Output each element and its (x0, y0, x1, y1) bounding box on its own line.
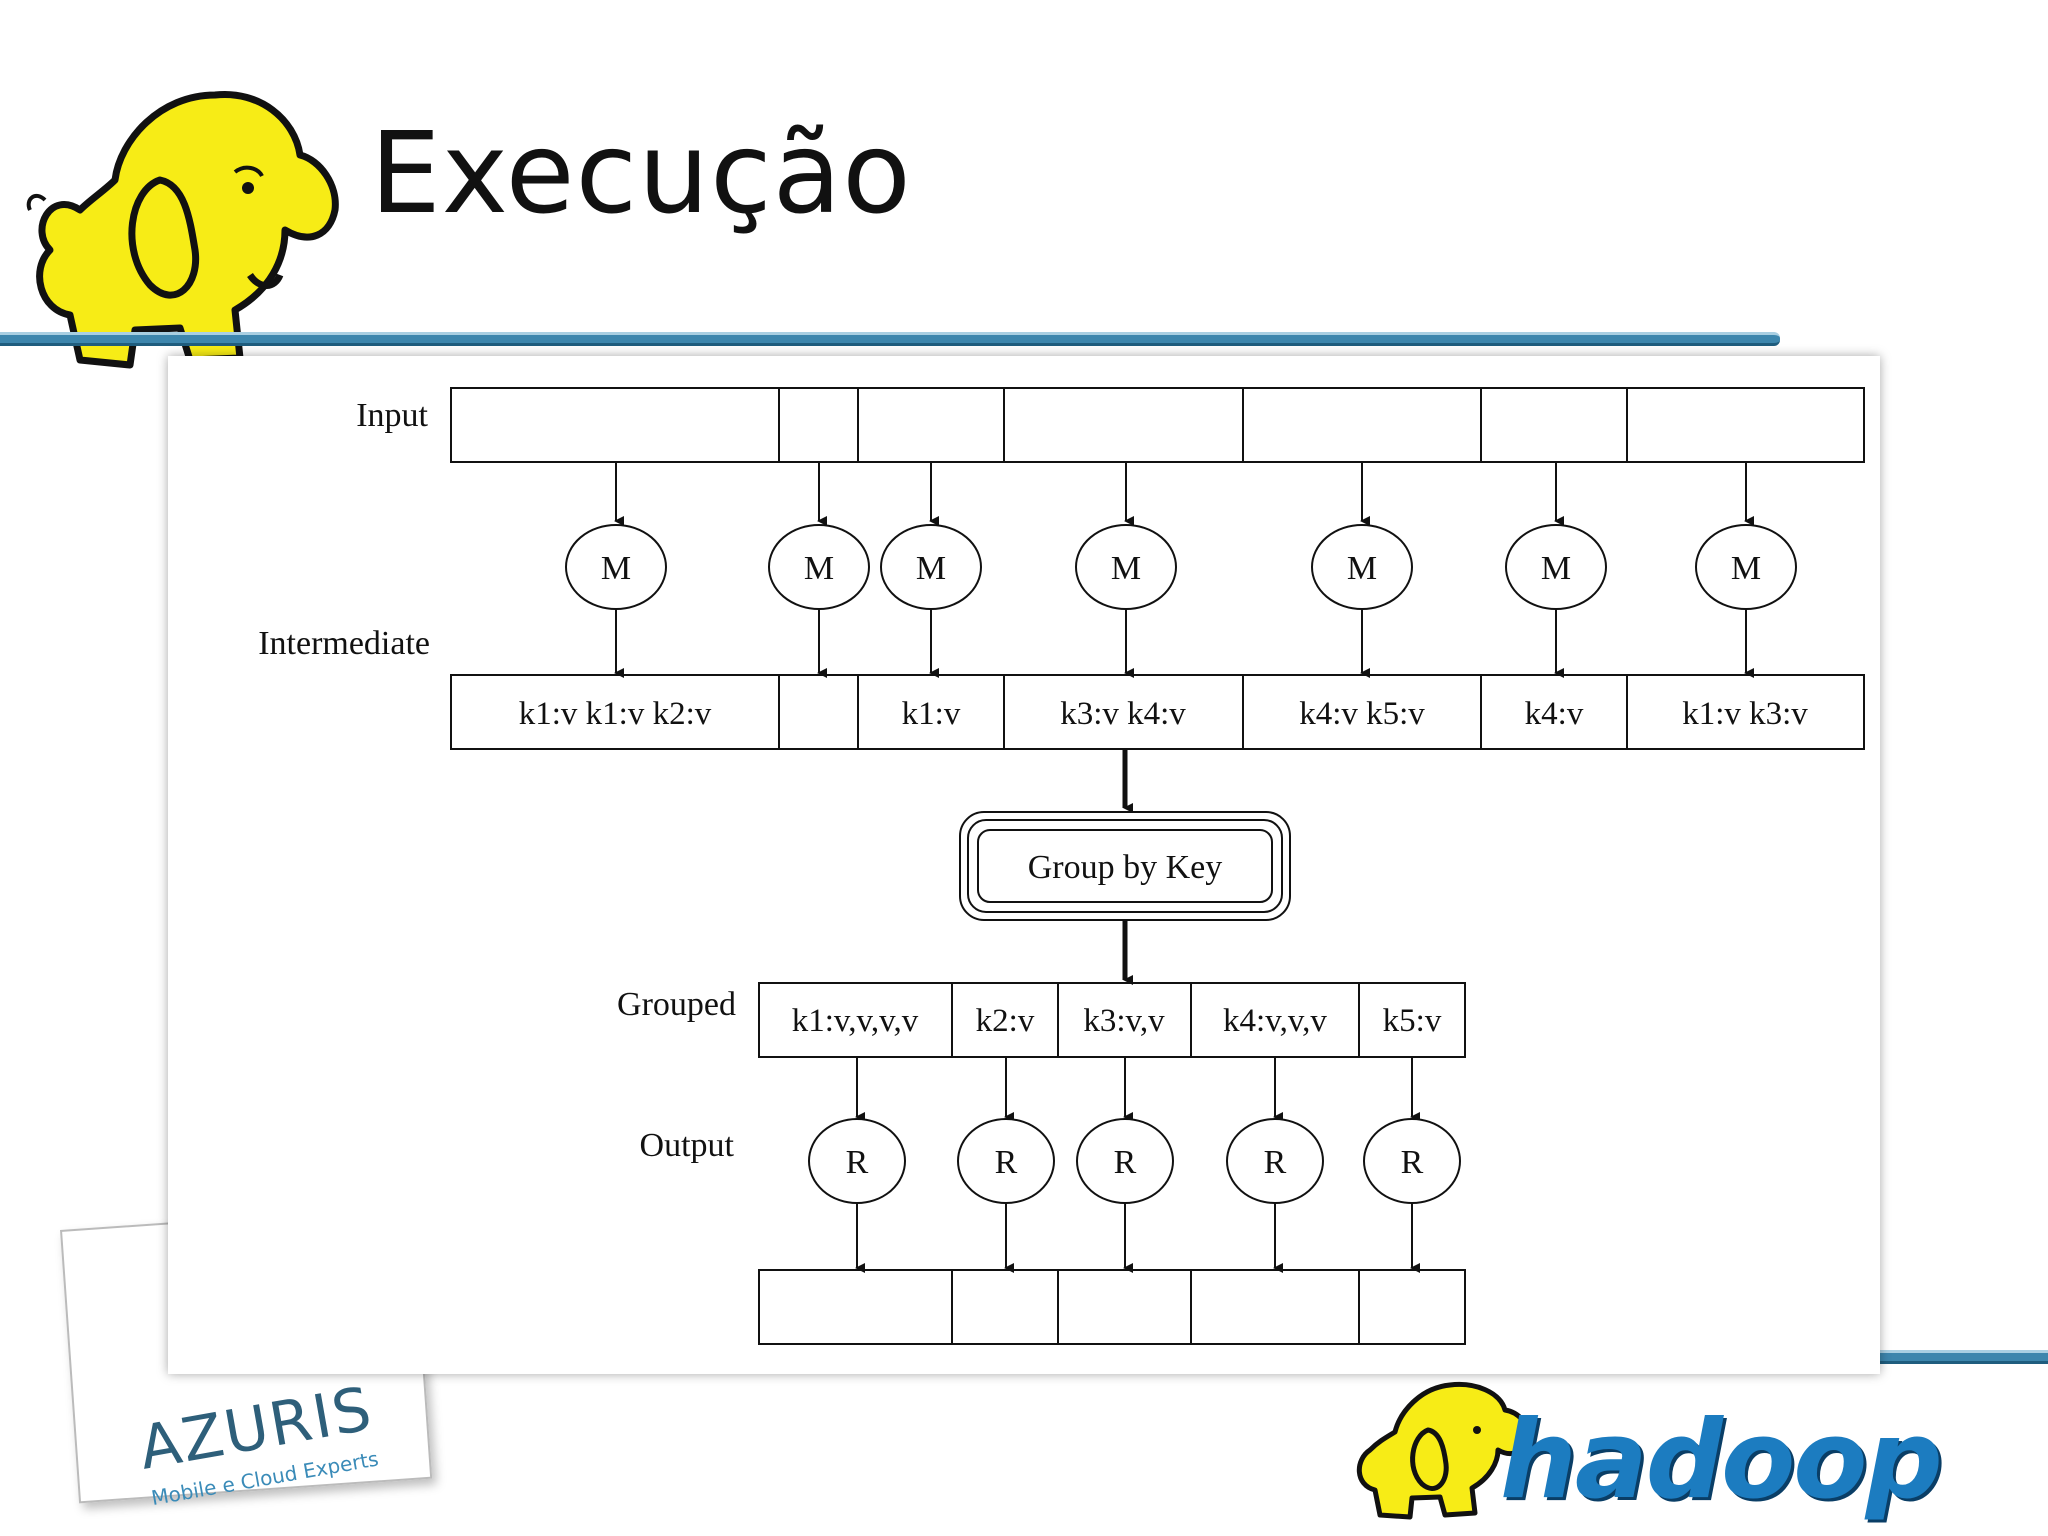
elephant-icon (29, 94, 336, 365)
reduce-node-label: R (995, 1144, 1018, 1181)
group-by-key-label: Group by Key (1028, 849, 1223, 886)
intermediate-cell: k1:v k1:v k2:v (519, 696, 712, 732)
grouped-cell: k1:v,v,v,v (792, 1003, 919, 1039)
grouped-cell: k5:v (1383, 1003, 1442, 1039)
map-node-label: M (1731, 550, 1761, 587)
map-node-label: M (601, 550, 631, 587)
intermediate-cell: k1:v (902, 696, 961, 732)
mapreduce-diagram-panel: Input Intermediate Grouped Output (168, 356, 1880, 1374)
map-node-label: M (916, 550, 946, 587)
slide-title: Execução (370, 118, 912, 230)
output-row-label: Output (640, 1127, 735, 1164)
grouped-cell: k3:v,v (1083, 1003, 1165, 1039)
map-node-label: M (1347, 550, 1377, 587)
reduce-node-label: R (1401, 1144, 1424, 1181)
grouped-cell: k4:v,v,v (1223, 1003, 1327, 1039)
intermediate-cell: k3:v k4:v (1060, 696, 1186, 732)
map-node-label: M (804, 550, 834, 587)
intermediate-cell: k4:v (1525, 696, 1584, 732)
map-stage (566, 462, 1796, 673)
reduce-node-label: R (1264, 1144, 1287, 1181)
title-divider (0, 332, 1780, 346)
input-row (451, 388, 1864, 462)
map-node-label: M (1541, 550, 1571, 587)
grouped-row-label: Grouped (617, 986, 736, 1023)
hadoop-logo-text: hadoop (1500, 1398, 1941, 1523)
footer-divider (1860, 1350, 2048, 1364)
reduce-node-label: R (1114, 1144, 1137, 1181)
mapreduce-diagram: Input Intermediate Grouped Output (168, 356, 1880, 1374)
intermediate-cell: k4:v k5:v (1299, 696, 1425, 732)
intermediate-cell: k1:v k3:v (1682, 696, 1808, 732)
reduce-node-labels: R R R R R (846, 1144, 1424, 1181)
input-row-label: Input (356, 397, 428, 434)
reduce-node-label: R (846, 1144, 869, 1181)
grouped-cell: k2:v (976, 1003, 1035, 1039)
intermediate-row-label: Intermediate (258, 625, 430, 662)
map-node-label: M (1111, 550, 1141, 587)
